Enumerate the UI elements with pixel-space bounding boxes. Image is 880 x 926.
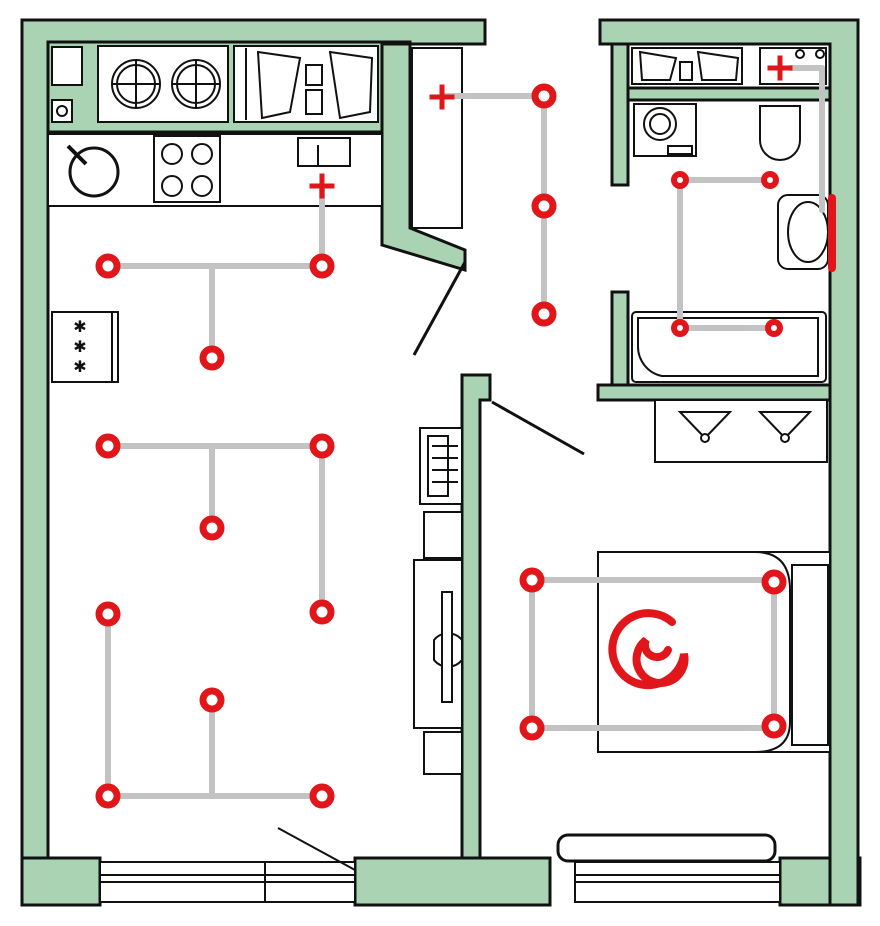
power-outlets <box>309 55 793 199</box>
light-point <box>761 713 787 739</box>
door-kitchen <box>412 261 467 356</box>
light-point <box>531 193 557 219</box>
toilet <box>759 105 801 161</box>
wall-kitchen-hall <box>380 42 467 273</box>
light-point <box>765 319 783 337</box>
wall-central-partition <box>460 373 492 860</box>
outlet-plus-icon <box>767 55 793 81</box>
light-point <box>519 567 545 593</box>
light-point <box>199 515 225 541</box>
outlet-plus-icon <box>429 84 455 110</box>
wardrobe <box>413 427 463 775</box>
door-balcony <box>277 827 356 871</box>
light-point <box>309 599 335 625</box>
hob-marks-label: ✱ <box>73 317 86 336</box>
light-point <box>671 319 689 337</box>
wall-bath-left-upper <box>610 42 630 187</box>
radiator-bedroom <box>556 833 777 863</box>
light-point <box>95 253 121 279</box>
light-point <box>761 569 787 595</box>
hob-marks-label-3: ✱ <box>73 357 86 376</box>
light-point <box>95 433 121 459</box>
light-point <box>95 601 121 627</box>
light-point <box>519 715 545 741</box>
wall-right-outer <box>598 18 860 907</box>
light-point <box>95 783 121 809</box>
door-swings <box>277 261 585 871</box>
wall-bath-bottom <box>596 383 832 402</box>
hall-closet <box>411 47 463 229</box>
light-point <box>761 171 779 189</box>
light-point <box>309 433 335 459</box>
outlet-plus-icon <box>309 173 335 199</box>
kitchen-shelf <box>297 137 351 167</box>
kitchen-units: ✱ ✱ ✱ <box>47 45 383 383</box>
light-point <box>199 687 225 713</box>
light-point <box>531 83 557 109</box>
wall-bath-left-lower <box>610 290 630 392</box>
light-point <box>671 171 689 189</box>
light-points <box>95 83 787 809</box>
kitchen-small-box <box>51 46 83 86</box>
side-appliance <box>51 311 119 383</box>
wall-bottom-middle <box>353 856 552 907</box>
light-point <box>309 783 335 809</box>
spiral-logo-icon <box>608 609 689 690</box>
light-point <box>199 345 225 371</box>
light-point <box>531 301 557 327</box>
windows <box>99 833 781 903</box>
door-bedroom <box>491 400 585 456</box>
light-point <box>309 253 335 279</box>
wall-bottom-left <box>20 856 102 907</box>
wall-bath-divider <box>626 86 832 102</box>
hob-marks-label-2: ✱ <box>73 337 86 356</box>
wiring-lines <box>105 65 825 799</box>
clothes-rack <box>654 399 828 463</box>
